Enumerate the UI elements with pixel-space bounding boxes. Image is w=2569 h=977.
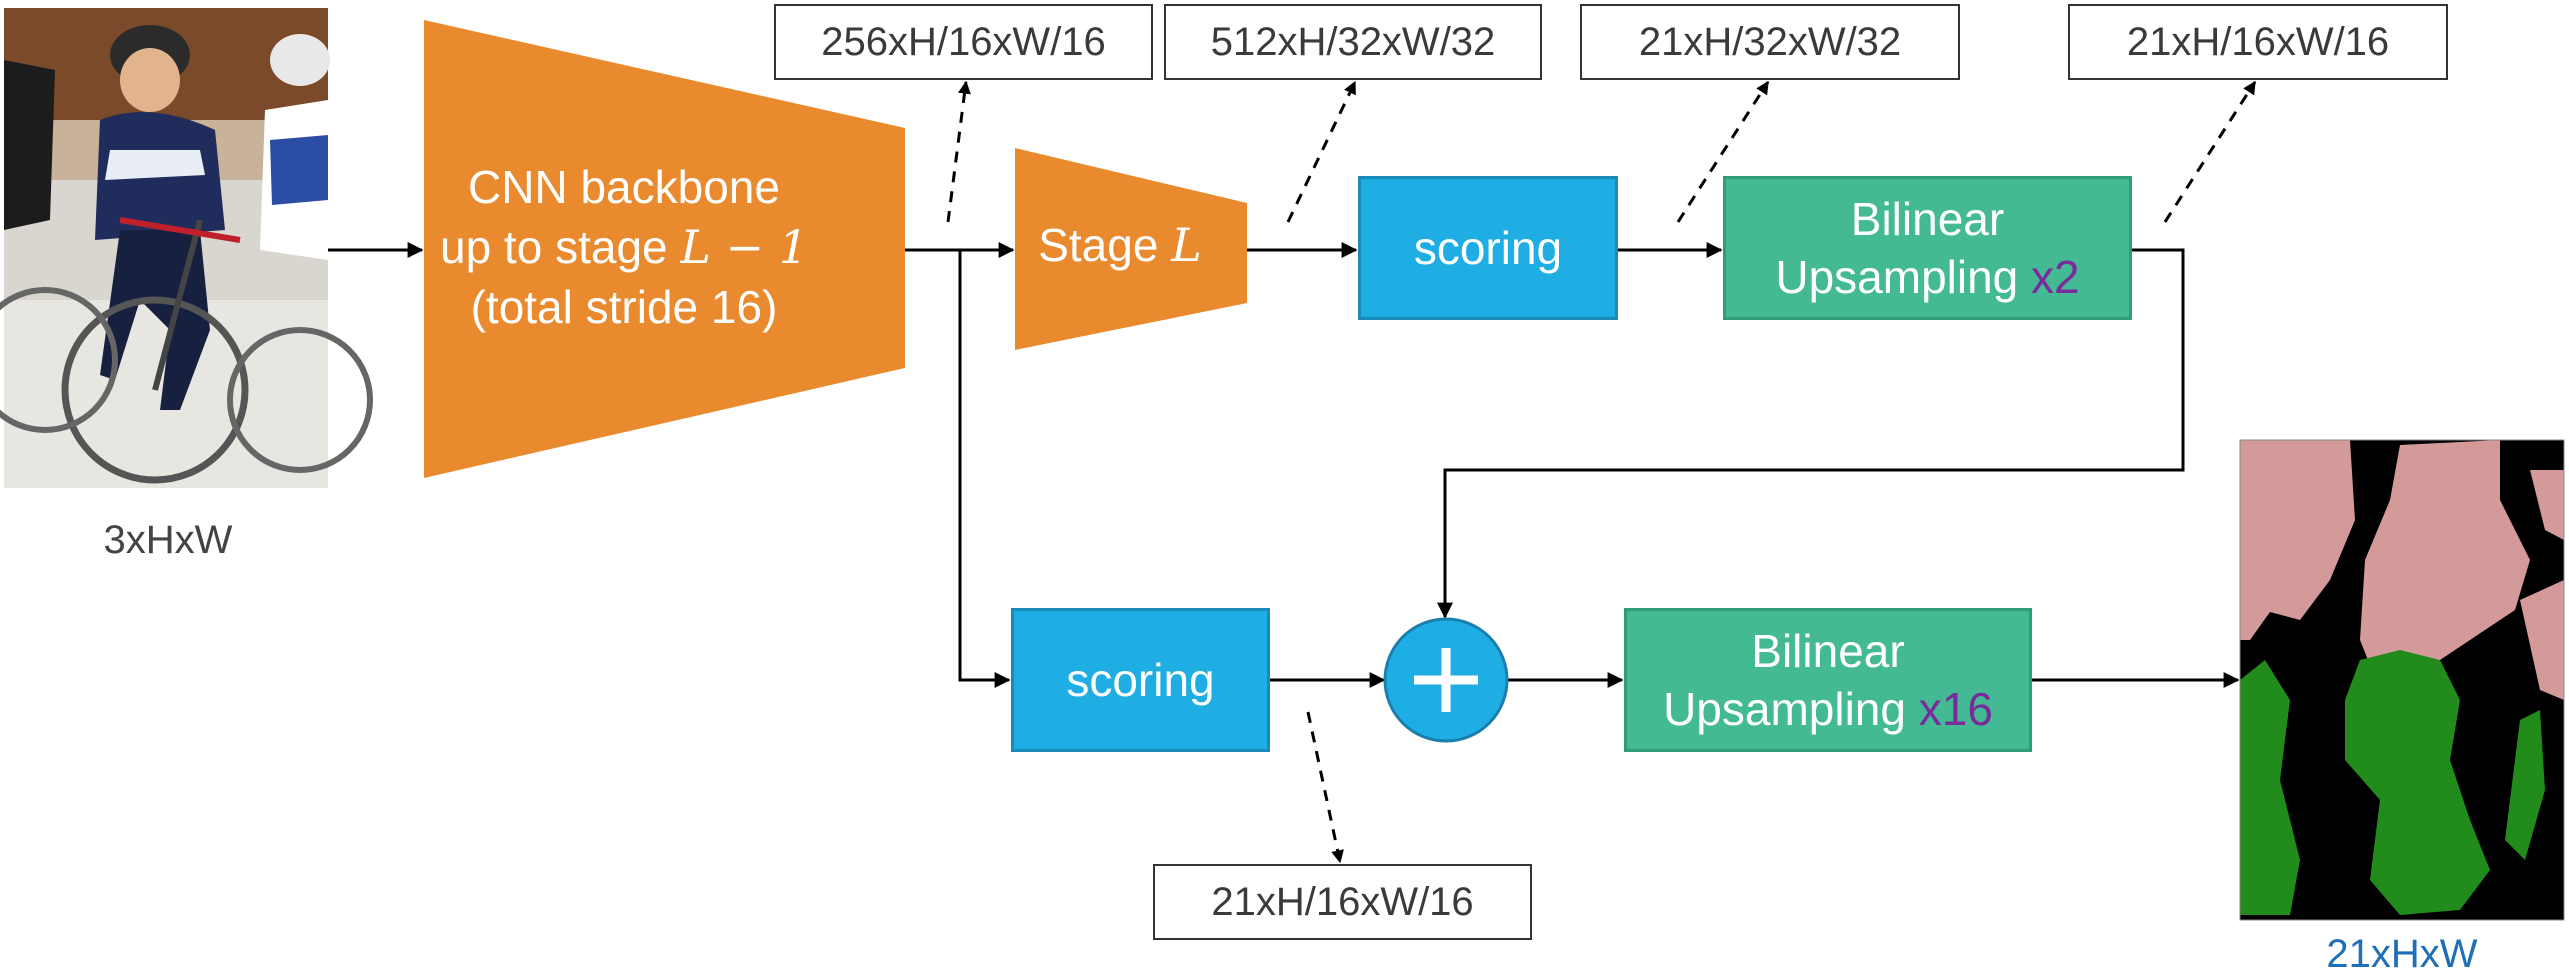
upsampling-x16-block: Bilinear Upsampling x16 (1624, 608, 2032, 752)
stage-l-label: Stage L (1038, 218, 1202, 272)
upsampling-factor-x16: x16 (1918, 683, 1993, 735)
input-caption: 3xHxW (103, 518, 233, 562)
stage-l-trapezoid (1015, 148, 1247, 350)
backbone-line-1: CNN backbone (468, 161, 780, 213)
scoring-bottom-block: scoring (1011, 608, 1270, 752)
scoring-top-block: scoring (1358, 176, 1618, 320)
backbone-line-2: up to stage L − 1 (439, 219, 808, 274)
flow-connectors (328, 242, 2240, 688)
dim-label-stage-out: 512xH/32xW/32 (1164, 4, 1542, 80)
dimension-pointers (946, 80, 2257, 864)
cyclists-photo-icon (0, 8, 373, 488)
dim-label-score-bottom-out: 21xH/16xW/16 (1153, 864, 1532, 940)
dim-label-upsample-top-out: 21xH/16xW/16 (2068, 4, 2448, 80)
upsampling-factor-x2: x2 (2031, 251, 2080, 303)
stage-index-math: L − 1 (680, 219, 808, 274)
sum-node (1383, 617, 1509, 743)
backbone-line-3: (total stride 16) (470, 280, 778, 333)
cnn-backbone-label: CNN backbone up to stage L − 1 (total st… (424, 158, 824, 337)
cnn-backbone-trapezoid (424, 20, 905, 478)
upsampling-x2-block: Bilinear Upsampling x2 (1723, 176, 2132, 320)
output-caption: 21xHxW (2326, 932, 2478, 976)
dim-label-score-top-out: 21xH/32xW/32 (1580, 4, 1960, 80)
segmentation-mask-icon (2239, 439, 2565, 921)
dim-label-backbone-out: 256xH/16xW/16 (774, 4, 1153, 80)
